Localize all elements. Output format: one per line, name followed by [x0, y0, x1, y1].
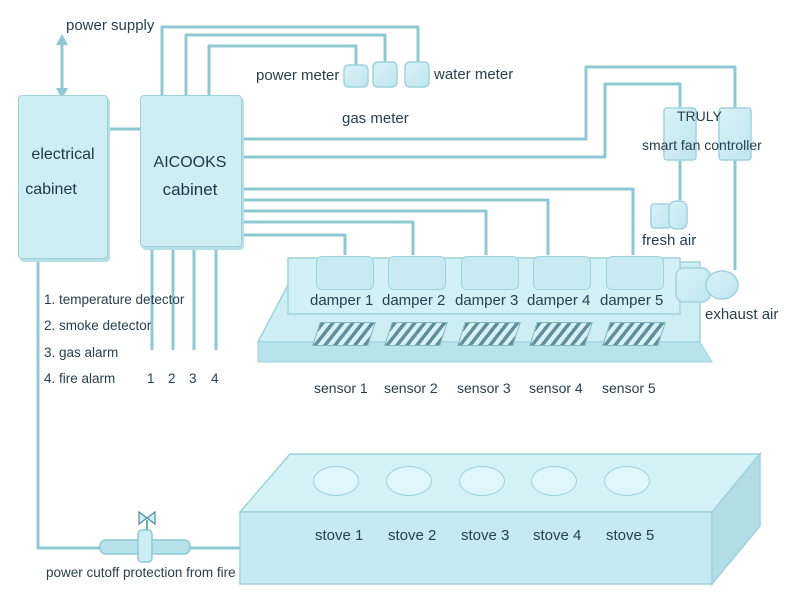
sensor-label-2: sensor 2 — [384, 380, 438, 396]
vent-grille-2 — [384, 322, 448, 346]
fresh-air-unit — [650, 200, 688, 230]
exhaust-fan — [675, 267, 739, 303]
sensor-label-1: sensor 1 — [314, 380, 368, 396]
aicooks-cabinet-line1: AICOOKS — [153, 154, 227, 171]
water-meter-label: water meter — [434, 66, 514, 83]
fan-controller-brand: TRULY — [677, 108, 722, 124]
electrical-cabinet: electrical cabinet — [18, 95, 108, 259]
stove-label-1: stove 1 — [315, 527, 364, 544]
detector-number-3: 3 — [189, 371, 197, 386]
damper-label-4: damper 4 — [527, 292, 591, 309]
exhaust-air-label: exhaust air — [705, 306, 779, 323]
detector-item-1: 1. temperature detector — [44, 292, 185, 307]
detector-item-4: 4. fire alarm — [44, 371, 116, 386]
damper-label-5: damper 5 — [600, 292, 664, 309]
sensor-label-4: sensor 4 — [529, 380, 583, 396]
electrical-cabinet-line1: electrical — [31, 146, 95, 163]
fresh-air-label: fresh air — [642, 232, 697, 249]
vent-grille-1 — [312, 322, 376, 346]
meter-devices — [343, 61, 430, 88]
power-supply-label: power supply — [66, 17, 155, 34]
burner-4 — [531, 466, 577, 496]
stove-label-5: stove 5 — [606, 527, 655, 544]
damper-5 — [606, 256, 664, 290]
damper-1 — [316, 256, 374, 290]
damper-4 — [533, 256, 591, 290]
stove-label-4: stove 4 — [533, 527, 582, 544]
vent-grille-3 — [457, 322, 521, 346]
damper-label-3: damper 3 — [455, 292, 519, 309]
gas-meter-label: gas meter — [342, 110, 409, 127]
detector-item-3: 3. gas alarm — [44, 345, 119, 360]
burner-5 — [604, 466, 650, 496]
sensor-label-3: sensor 3 — [457, 380, 511, 396]
connection-lines — [36, 25, 737, 550]
vent-grille-5 — [602, 322, 666, 346]
damper-3 — [461, 256, 519, 290]
power-meter-label: power meter — [256, 67, 340, 84]
detector-number-2: 2 — [168, 371, 176, 386]
cutoff-label: power cutoff protection from fire — [46, 565, 236, 580]
fan-controller-boxes — [663, 107, 752, 161]
damper-label-2: damper 2 — [382, 292, 446, 309]
vent-grille-4 — [529, 322, 593, 346]
aicooks-cabinet: AICOOKS cabinet — [140, 95, 242, 247]
stove-label-2: stove 2 — [388, 527, 437, 544]
damper-label-1: damper 1 — [310, 292, 374, 309]
burner-1 — [313, 466, 359, 496]
aicooks-cabinet-line2: cabinet — [162, 180, 218, 199]
burner-3 — [459, 466, 505, 496]
damper-2 — [388, 256, 446, 290]
electrical-cabinet-line2: cabinet — [25, 181, 77, 198]
sensor-label-5: sensor 5 — [602, 380, 656, 396]
detector-number-4: 4 — [211, 371, 219, 386]
detector-number-1: 1 — [147, 371, 155, 386]
burner-2 — [386, 466, 432, 496]
detector-item-2: 2. smoke detector — [44, 318, 152, 333]
fan-controller-label: smart fan controller — [642, 137, 762, 153]
stove-label-3: stove 3 — [461, 527, 510, 544]
cutoff-valve — [99, 510, 191, 563]
